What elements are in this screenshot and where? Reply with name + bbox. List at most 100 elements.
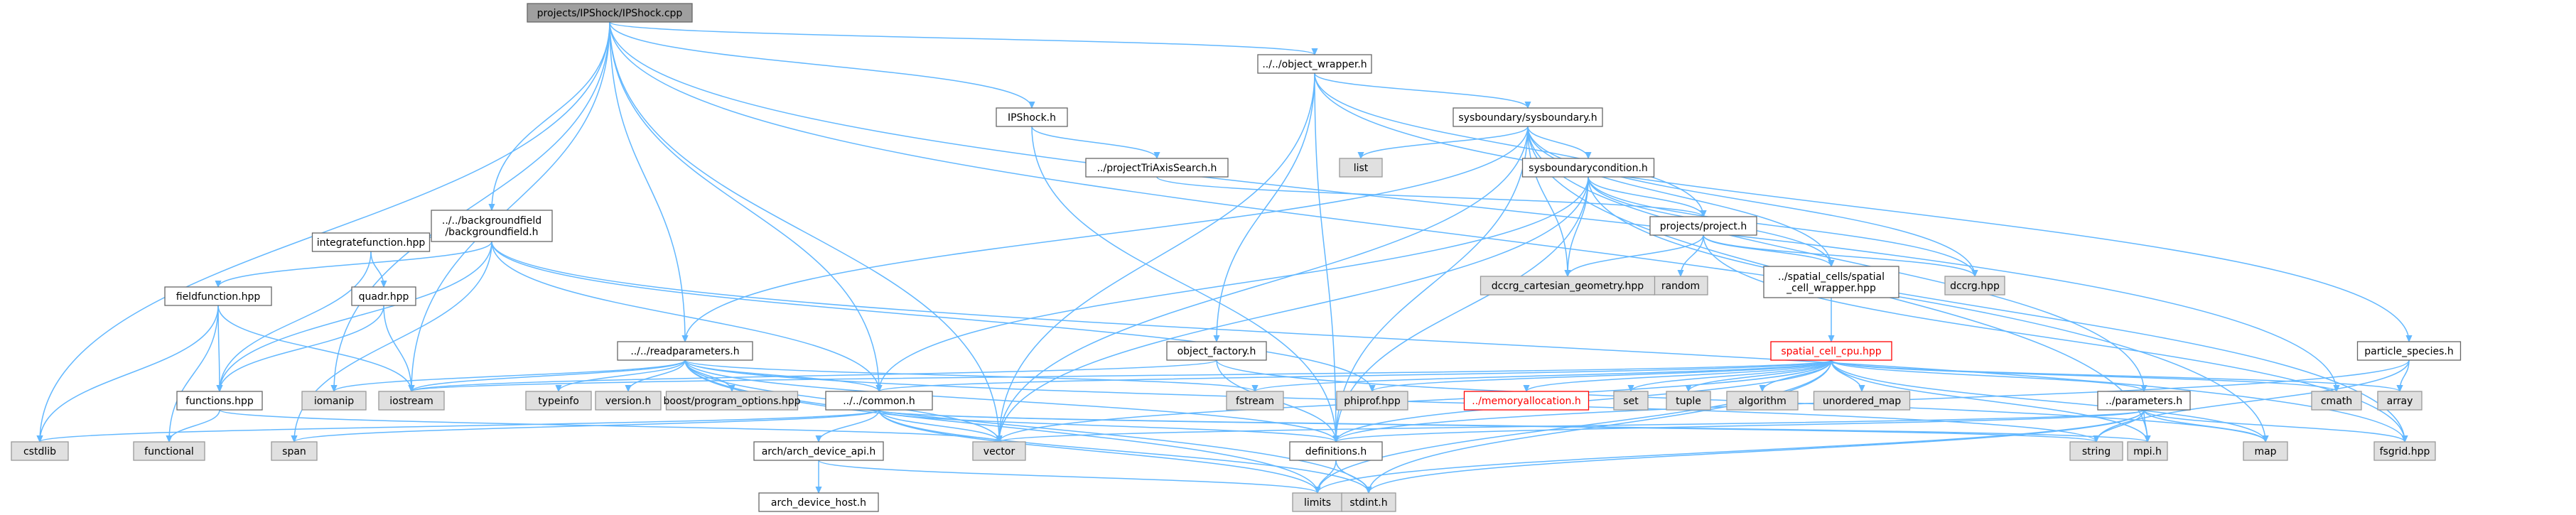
node-sysboundary[interactable]: sysboundary/sysboundary.h [1453,107,1603,127]
node-box [1336,391,1408,411]
edge-backgroundfield-to-common [491,241,879,391]
node-label: iostream [389,396,433,407]
node-box [431,210,553,242]
node-projectTriAxis[interactable]: ../projectTriAxisSearch.h [1085,158,1229,178]
edge-root-to-cmath [609,21,2337,391]
node-functions[interactable]: functions.hpp [176,391,263,411]
node-label: sysboundarycondition.h [1529,163,1648,174]
node-label: algorithm [1738,396,1787,407]
edge-project-to-spatial_wrapper [1703,234,1831,266]
node-integratefunction[interactable]: integratefunction.hpp [311,232,431,252]
edge-root-to-cstdlib [40,21,610,442]
node-label: dccrg_cartesian_geometry.hpp [1492,281,1644,292]
edge-backgroundfield-to-fsgrid [491,241,2405,442]
node-backgroundfield[interactable]: ../../backgroundfield/backgroundfield.h [431,210,553,242]
node-list: list [1339,158,1383,178]
node-label: span [282,446,306,457]
node-spatial-cell-cpu[interactable]: spatial_cell_cpu.hpp [1770,341,1892,361]
node-label: tuple [1676,396,1701,407]
edge-backgroundfield-to-phiprof [491,241,1372,391]
node-readparameters[interactable]: ../../readparameters.h [617,341,753,361]
node-box [2097,391,2191,411]
node-project[interactable]: projects/project.h [1649,216,1757,236]
node-box [2373,441,2436,461]
edge-spatial_cell_cpu-to-array [1831,359,2400,391]
node-box [1521,158,1655,178]
edge-sysboundarycondition-to-vector [999,176,1589,442]
edge-root-to-iostream [411,21,610,391]
edge-object_wrapper-to-definitions [1314,72,1336,442]
edge-root-to-object_wrapper [609,21,1315,55]
node-parameters[interactable]: ../parameters.h [2097,391,2191,411]
node-label: limits [1304,497,1331,509]
node-box [1339,158,1383,178]
edge-definitions-to-limits [1317,460,1337,493]
edge-spatial_cell_cpu-to-parameters [1831,359,2144,391]
node-box [378,391,445,411]
node-box [2127,441,2168,461]
node-label: arch_device_host.h [771,497,866,509]
edge-readparameters-to-iomanip [334,359,686,391]
node-box [1463,391,1590,411]
node-particle-species[interactable]: particle_species.h [2356,341,2462,361]
node-label: functions.hpp [185,396,254,407]
node-object-wrapper[interactable]: ../../object_wrapper.h [1257,54,1372,74]
node-label: ../projectTriAxisSearch.h [1097,163,1217,174]
node-box [1085,158,1229,178]
edge-common-to-definitions [878,409,1336,442]
node-root[interactable]: projects/IPShock/IPShock.cpp [527,3,693,23]
edge-integratefunction-to-functions [220,251,372,391]
edge-sysboundary-to-sysboundarycondition [1527,126,1588,158]
node-mpi: mpi.h [2127,441,2168,461]
edge-common-to-vector [878,409,999,442]
node-quadr[interactable]: quadr.hpp [351,286,416,306]
edge-common-to-stdint [878,409,1369,493]
node-spatial-wrapper[interactable]: ../spatial_cells/spatial_cell_wrapper.hp… [1763,266,1899,298]
node-sysboundarycondition[interactable]: sysboundarycondition.h [1521,158,1655,178]
node-vector: vector [972,441,1026,461]
node-box [1726,391,1799,411]
node-ipshock-h[interactable]: IPShock.h [996,107,1068,127]
node-stdint: stdint.h [1341,492,1396,512]
node-memoryallocation[interactable]: ../memoryallocation.h [1463,391,1590,411]
node-box [1653,276,1708,296]
dependency-edges [40,21,2409,493]
node-definitions[interactable]: definitions.h [1289,441,1383,461]
node-common[interactable]: ../../common.h [825,391,933,411]
edge-sysboundarycondition-to-fsgrid [1588,176,2405,442]
node-label: array [2387,396,2413,407]
node-program-options: boost/program_options.hpp [664,391,801,411]
node-object-factory[interactable]: object_factory.h [1166,341,1267,361]
node-typeinfo: typeinfo [525,391,592,411]
node-functional: functional [133,441,205,461]
node-box [1480,276,1656,296]
node-box [11,441,69,461]
node-label: arch/arch_device_api.h [762,446,876,457]
node-arch-device-host[interactable]: arch_device_host.h [758,492,879,512]
edge-spatial_cell_cpu-to-mpi [1831,359,2147,442]
edge-readparameters-to-typeinfo [559,359,686,391]
node-fieldfunction[interactable]: fieldfunction.hpp [164,286,272,306]
node-box [301,391,367,411]
node-box [164,286,272,306]
node-cmath: cmath [2311,391,2362,411]
edge-fieldfunction-to-functional [169,305,219,442]
edge-spatial_cell_cpu-to-tuple [1688,359,1832,391]
edge-spatial_cell_cpu-to-common [879,359,1832,391]
node-label: fieldfunction.hpp [176,291,261,303]
node-phiprof: phiprof.hpp [1336,391,1408,411]
edge-readparameters-to-definitions [684,359,1336,442]
node-label: unordered_map [1823,396,1901,407]
node-map: map [2243,441,2288,461]
node-arch-device-api[interactable]: arch/arch_device_api.h [753,441,884,461]
edge-object_factory-to-iostream [411,359,1217,391]
edge-project-to-random [1681,234,1704,276]
edge-object_wrapper-to-sysboundary [1314,72,1528,108]
node-box [996,107,1068,127]
node-box [617,341,753,361]
edge-functions-to-functional [169,409,220,442]
edge-functions-to-vector [219,409,999,442]
edge-common-to-mpi [878,409,2147,442]
node-box [2069,441,2123,461]
edge-root-to-iomanip [334,21,610,391]
